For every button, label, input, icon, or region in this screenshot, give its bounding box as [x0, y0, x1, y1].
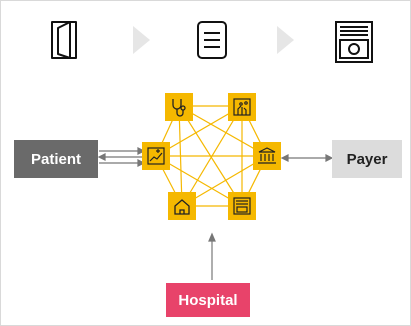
chevron-right-icon: [277, 26, 294, 54]
chevron-right-icon: [133, 26, 150, 54]
hospital-node: Hospital: [166, 283, 250, 317]
health-chart-icon: [147, 147, 165, 165]
hospital-connector: [208, 232, 216, 280]
circuit-board-icon: [233, 98, 251, 116]
document-icon: [197, 21, 227, 59]
bank-icon: [258, 147, 276, 164]
network-mesh: [155, 105, 268, 207]
network-node-chart: [142, 142, 170, 170]
home-icon: [174, 199, 190, 215]
network-node-billing: [228, 192, 256, 220]
payer-node: Payer: [332, 140, 402, 178]
billing-screen-icon: [233, 197, 251, 215]
door-icon: [51, 21, 77, 59]
patient-connectors: [97, 147, 146, 167]
payer-connector: [280, 154, 334, 162]
stethoscope-icon: [172, 99, 186, 117]
network-node-stethoscope: [165, 93, 193, 121]
patient-node: Patient: [14, 140, 98, 178]
cash-register-icon: [335, 21, 373, 63]
network-node-home: [168, 192, 196, 220]
network-node-bank: [253, 142, 281, 170]
